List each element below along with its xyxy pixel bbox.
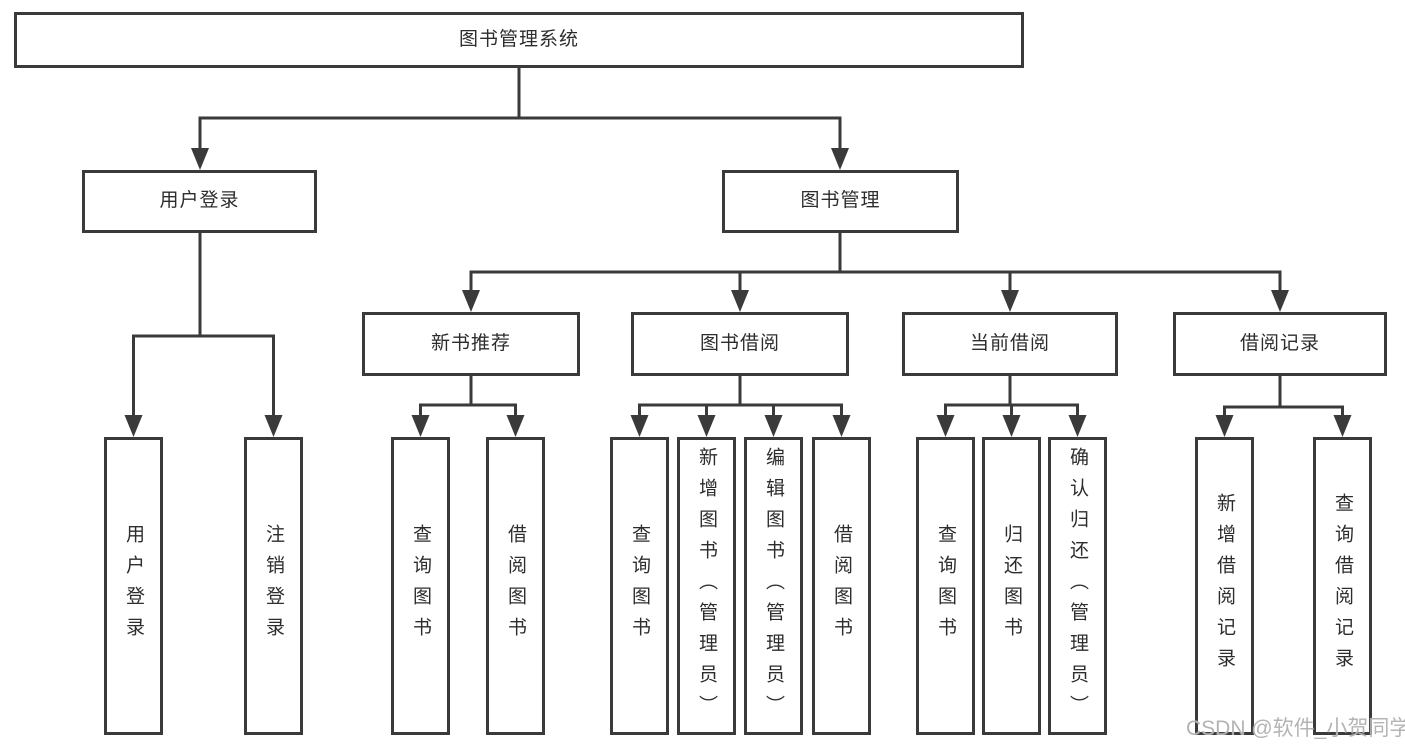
leaf-query-books-current: 查询图书 xyxy=(916,437,975,735)
node-book-management: 图书管理 xyxy=(722,170,959,233)
node-label: 图书借阅 xyxy=(699,332,780,354)
node-book-borrowing: 图书借阅 xyxy=(631,312,849,376)
node-label: 新书推荐 xyxy=(430,332,511,354)
leaf-user-login: 用户登录 xyxy=(104,437,163,735)
node-label: 图书管理系统 xyxy=(458,28,579,50)
leaf-add-borrow-record: 新增借阅记录 xyxy=(1195,437,1254,735)
node-user-login: 用户登录 xyxy=(82,170,317,233)
node-library-management-system: 图书管理系统 xyxy=(14,12,1024,68)
node-label: 借阅记录 xyxy=(1239,332,1320,354)
csdn-watermark: CSDN @软件_小贺同学 xyxy=(1186,717,1405,740)
node-current-borrowing: 当前借阅 xyxy=(902,312,1118,376)
leaf-add-book-admin: 新增图书（管理员） xyxy=(677,437,736,735)
node-borrowing-records: 借阅记录 xyxy=(1173,312,1387,376)
leaf-query-borrow-record: 查询借阅记录 xyxy=(1313,437,1372,735)
node-new-book-recommendation: 新书推荐 xyxy=(362,312,580,376)
node-label: 用户登录 xyxy=(159,190,240,212)
leaf-confirm-return-admin: 确认归还（管理员） xyxy=(1048,437,1107,735)
leaf-return-books: 归还图书 xyxy=(982,437,1041,735)
node-label: 当前借阅 xyxy=(969,332,1050,354)
leaf-borrow-books-recommend: 借阅图书 xyxy=(486,437,545,735)
node-label: 图书管理 xyxy=(800,190,881,212)
leaf-edit-book-admin: 编辑图书（管理员） xyxy=(744,437,803,735)
leaf-logout: 注销登录 xyxy=(244,437,303,735)
leaf-query-books-borrowing: 查询图书 xyxy=(610,437,669,735)
leaf-borrow-books-borrowing: 借阅图书 xyxy=(812,437,871,735)
leaf-query-books-recommend: 查询图书 xyxy=(391,437,450,735)
